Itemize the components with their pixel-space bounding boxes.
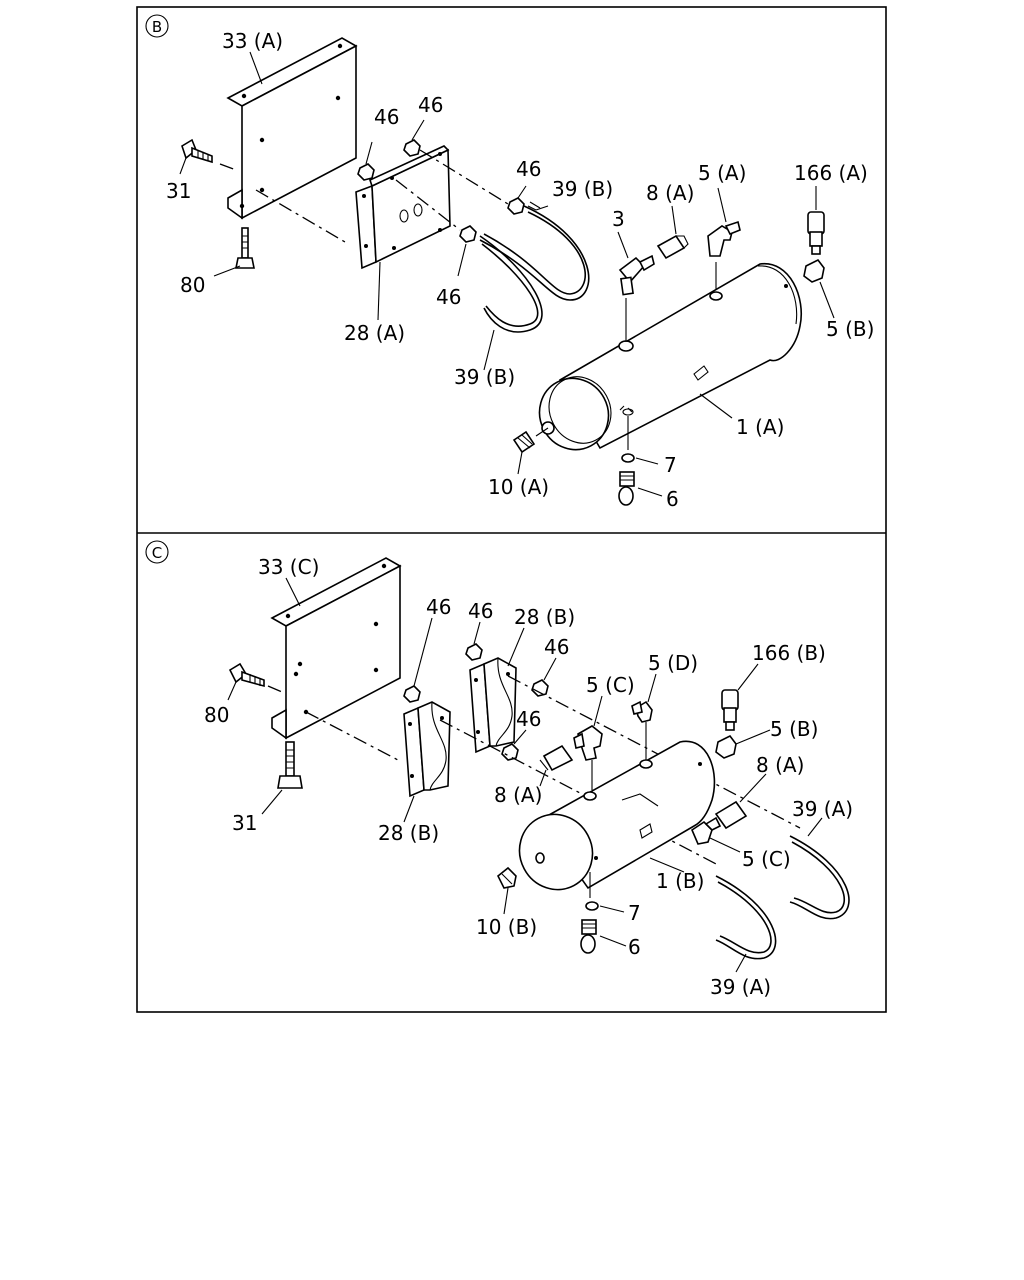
- label-46-b3: 46: [516, 157, 541, 181]
- bracket-33a: [226, 37, 358, 220]
- plug-10b: [496, 866, 517, 889]
- label-28b-top: 28 (B): [514, 605, 575, 629]
- panel-c: C: [145, 540, 853, 999]
- label-7-b: 7: [664, 453, 677, 477]
- tee-5b-c: [715, 734, 737, 759]
- tee-5b: [803, 258, 825, 283]
- label-6-b: 6: [666, 487, 679, 511]
- label-5a: 5 (A): [698, 161, 746, 185]
- drain-valve-6-c: [580, 919, 597, 954]
- label-46-b1: 46: [374, 105, 399, 129]
- elbow-5c-bottom: [691, 816, 722, 845]
- label-166a: 166 (A): [794, 161, 868, 185]
- nipple-8a-right: [714, 800, 748, 830]
- nut-46-b2: [403, 139, 421, 157]
- elbow-5a: [707, 220, 741, 257]
- bolt-31-c: [277, 741, 303, 789]
- label-10a: 10 (A): [488, 475, 549, 499]
- nut-46-c4: [501, 743, 519, 761]
- label-39b-top: 39 (B): [552, 177, 613, 201]
- panel-b: B: [145, 14, 874, 511]
- elbow-3: [618, 254, 655, 296]
- panel-marker-c: C: [145, 540, 169, 564]
- nut-46-b3: [459, 225, 477, 243]
- bolt-31: [181, 138, 213, 164]
- label-10b: 10 (B): [476, 915, 537, 939]
- bolt-80-c: [228, 662, 265, 688]
- label-3: 3: [612, 207, 625, 231]
- label-28b-bottom: 28 (B): [378, 821, 439, 845]
- bracket-28b-right: [469, 657, 517, 754]
- bracket-28a: [355, 145, 451, 270]
- nipple-8a-left: [539, 744, 574, 772]
- nut-46-c2: [465, 643, 483, 661]
- panel-marker-b: B: [145, 14, 169, 38]
- label-5d: 5 (D): [648, 651, 698, 675]
- valve-166a: [807, 211, 825, 255]
- plug-10a: [512, 430, 536, 454]
- label-1a: 1 (A): [736, 415, 784, 439]
- bracket-28b-left: [403, 701, 451, 798]
- label-46-c1: 46: [426, 595, 451, 619]
- nut-46-b1: [357, 163, 375, 181]
- nut-46-c1: [403, 685, 421, 703]
- tank-1a: [538, 263, 802, 451]
- label-46-c2: 46: [468, 599, 493, 623]
- washer-7: [621, 453, 635, 463]
- label-46-b4: 46: [436, 285, 461, 309]
- label-8a-right: 8 (A): [756, 753, 804, 777]
- label-39a-top: 39 (A): [792, 797, 853, 821]
- diagram-frame: [136, 6, 887, 1013]
- nut-46-c3: [531, 679, 549, 697]
- elbow-5d: [631, 700, 653, 723]
- label-80-c: 80: [204, 703, 229, 727]
- label-5c-top: 5 (C): [586, 673, 635, 697]
- label-31-c: 31: [232, 811, 257, 835]
- label-166b: 166 (B): [752, 641, 826, 665]
- label-8a-b: 8 (A): [646, 181, 694, 205]
- bracket-33c: [270, 557, 402, 740]
- label-5b-b: 5 (B): [826, 317, 874, 341]
- washer-7-c: [585, 901, 599, 911]
- u-bolt-39a: [715, 835, 850, 960]
- valve-166b: [721, 689, 739, 731]
- drain-valve-6: [618, 471, 635, 506]
- label-31-b: 31: [166, 179, 191, 203]
- u-bolt-39b: [479, 201, 590, 333]
- nipple-8a: [656, 234, 689, 260]
- nut-46-b4: [507, 197, 525, 215]
- label-80-b: 80: [180, 273, 205, 297]
- elbow-5c-top: [573, 725, 603, 761]
- bolt-80: [235, 227, 255, 269]
- label-1b: 1 (B): [656, 869, 704, 893]
- label-39b-bottom: 39 (B): [454, 365, 515, 389]
- tank-1b: [518, 740, 716, 891]
- label-28a: 28 (A): [344, 321, 405, 345]
- label-39a-bottom: 39 (A): [710, 975, 771, 999]
- label-6-c: 6: [628, 935, 641, 959]
- label-33c: 33 (C): [258, 555, 319, 579]
- label-33a: 33 (A): [222, 29, 283, 53]
- panel-marker-c-text: C: [152, 544, 162, 562]
- label-46-c4: 46: [516, 707, 541, 731]
- label-5c-bottom: 5 (C): [742, 847, 791, 871]
- label-5b-c: 5 (B): [770, 717, 818, 741]
- label-7-c: 7: [628, 901, 641, 925]
- label-46-b2: 46: [418, 93, 443, 117]
- label-8a-left: 8 (A): [494, 783, 542, 807]
- panel-marker-b-text: B: [152, 18, 162, 36]
- label-46-c3: 46: [544, 635, 569, 659]
